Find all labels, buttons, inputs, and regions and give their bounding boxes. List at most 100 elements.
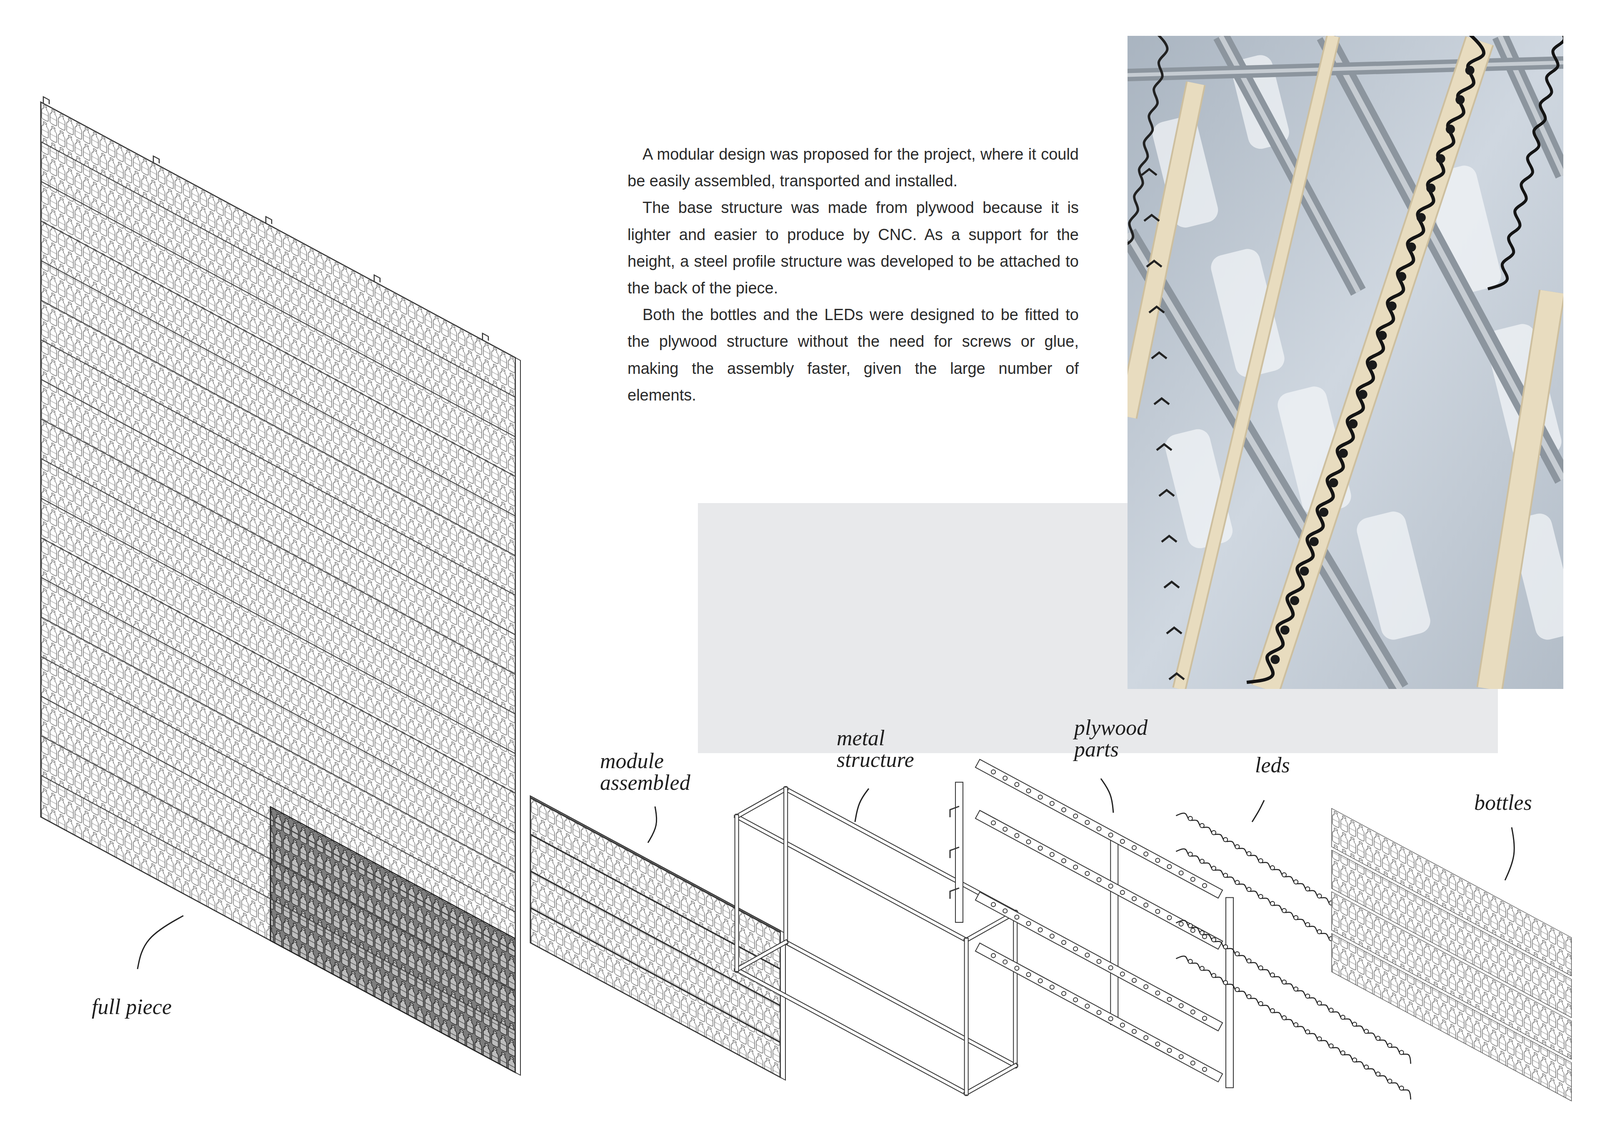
metal-structure (736, 788, 1016, 1093)
steel-tube-inner (736, 969, 967, 1093)
bottle-hole (1002, 908, 1008, 913)
led-bulb (1235, 951, 1240, 956)
steel-tube (736, 788, 786, 817)
leader-line (855, 788, 869, 822)
led-bulb (1211, 865, 1216, 870)
led-bulb (1293, 915, 1298, 920)
led-socket (1270, 654, 1280, 664)
led-bulb (1247, 958, 1252, 963)
bottle-hole (1190, 927, 1195, 933)
photo-led (1151, 352, 1167, 359)
part-label: metal structure (836, 727, 945, 771)
led-bulb (1352, 1022, 1357, 1027)
plywood-rail (40, 379, 516, 635)
led-bulb (1258, 965, 1263, 970)
bottle-hole (1143, 902, 1148, 907)
steel-tube-inner (966, 1065, 1016, 1093)
led-bulb (1200, 966, 1205, 971)
bottle-hole (1061, 858, 1066, 863)
led-bulb (1364, 1064, 1369, 1069)
bottle-hole (1120, 971, 1125, 976)
led-bulb (1223, 837, 1228, 842)
body-paragraph: The base structure was made from plywood… (627, 194, 1079, 302)
photo (1127, 35, 1564, 689)
photo-led (1161, 535, 1177, 542)
plywood-rail (40, 339, 516, 595)
bottle-hole (1108, 1016, 1113, 1021)
led-bulb (1305, 993, 1310, 998)
plywood-post-inner (1226, 900, 1233, 1084)
led-socket (1309, 537, 1319, 547)
photo-led (1149, 306, 1165, 313)
bottle-hole (1050, 933, 1055, 938)
led-socket (1465, 65, 1475, 75)
plywood-hook (950, 887, 960, 899)
plywood-rail (40, 577, 516, 833)
bottle-hole (1155, 1041, 1160, 1046)
bottle-hole (1097, 826, 1102, 831)
steel-tube-inner (784, 788, 788, 942)
led-bulb (1270, 865, 1275, 870)
led-bulb (1317, 929, 1322, 934)
bottle-hole (1179, 870, 1184, 875)
leader-line (1505, 827, 1515, 880)
steel-tube (734, 816, 740, 970)
led-bulb (1188, 923, 1193, 928)
plywood-strip (981, 816, 1217, 943)
bottle-hole (1120, 1022, 1125, 1028)
led-bulb (1387, 1042, 1393, 1048)
bottle-hole (1073, 946, 1078, 951)
steel-tube (785, 941, 1016, 1065)
bottle-hole (1097, 1010, 1102, 1015)
bottle-hole (1167, 997, 1172, 1002)
bottle-hole (1061, 807, 1066, 812)
bottle-hole (991, 902, 996, 907)
photo-led (1169, 673, 1185, 680)
led-socket (1377, 330, 1387, 340)
bottle-hole (1132, 896, 1137, 901)
led-socket (1367, 360, 1378, 370)
plywood-edge (1179, 35, 1334, 689)
plywood-strip (1179, 35, 1334, 689)
plywood-rail (40, 181, 516, 437)
bottle-hole (1073, 997, 1078, 1002)
plywood-strip-inner (981, 816, 1217, 943)
bottle-hole (1179, 921, 1184, 926)
bottle-hole (1167, 915, 1172, 920)
bottle-hole (1179, 1003, 1184, 1008)
part-label: full piece (91, 995, 172, 1018)
led-socket (1387, 301, 1397, 311)
bottle-hole (1167, 1047, 1172, 1053)
led-bulb (1258, 1001, 1263, 1006)
bottle-hole (1108, 965, 1113, 970)
led-bulb (1200, 823, 1205, 828)
led-socket (1280, 625, 1290, 635)
plywood-strip-inner (981, 765, 1217, 892)
plywood-post (1225, 900, 1234, 1084)
bottle-hole (1202, 1067, 1207, 1072)
bottle-hole (1014, 915, 1019, 920)
led-bulb (1247, 851, 1252, 856)
side-post (515, 357, 521, 1075)
bottle-hole (1143, 1035, 1148, 1040)
steel-tube-inner (736, 788, 786, 817)
steel-tube (736, 969, 967, 1093)
plywood-rail (40, 735, 516, 991)
bottle-hole (1014, 782, 1019, 787)
led-bulb (1235, 880, 1240, 885)
led-bulb (1375, 1071, 1380, 1076)
bottle-hole (1108, 832, 1113, 838)
led-bulb (1375, 1035, 1380, 1040)
leader-line (137, 915, 184, 969)
led-bulb (1270, 1008, 1275, 1013)
led-bulb (1305, 1029, 1310, 1034)
bottle-hole (1143, 851, 1148, 856)
led-bulb (1235, 844, 1240, 849)
led-bulb (1293, 1022, 1298, 1027)
bottle-hole (1097, 959, 1102, 964)
plywood-post-inner (1110, 838, 1118, 1021)
bottle-hole (1085, 820, 1090, 825)
bottle-hole (1179, 1054, 1184, 1059)
part-label: leds (1255, 754, 1290, 776)
